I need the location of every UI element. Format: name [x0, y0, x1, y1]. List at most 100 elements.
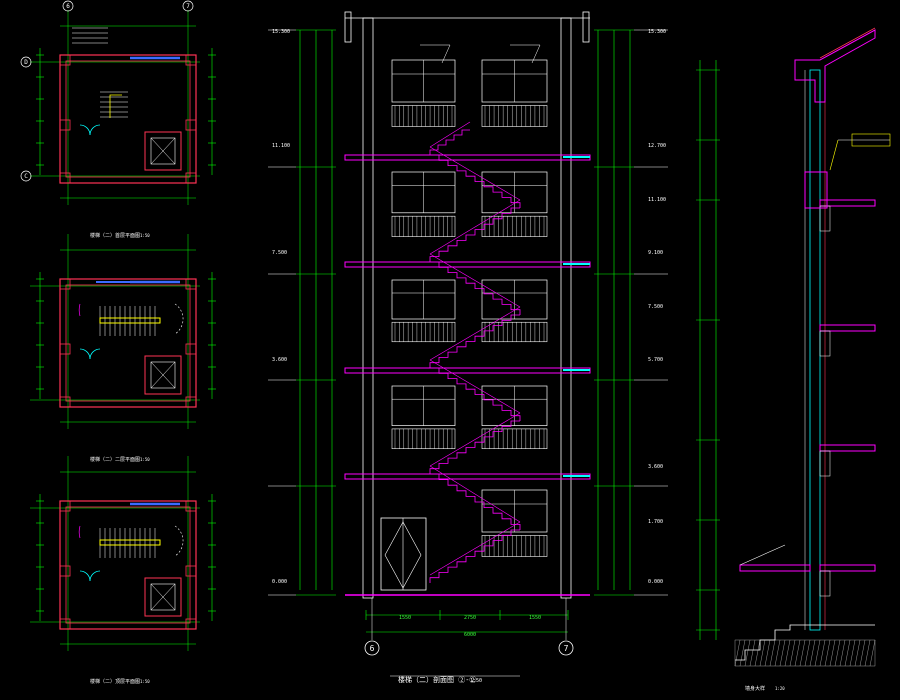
- beam: [819, 330, 831, 357]
- dimension-text: 2750: [464, 615, 476, 621]
- plan-title: 楼梯（二）首层平面图: [90, 232, 140, 239]
- hatch-line: [804, 639, 811, 667]
- stair-flight: [429, 314, 520, 368]
- hatch-line: [864, 639, 871, 667]
- stair-arrow: [109, 94, 122, 118]
- handrail: [429, 199, 521, 255]
- elevator-car: [150, 361, 176, 389]
- stair-flight: [429, 207, 520, 262]
- plan-title: 楼梯（二）顶层平面图: [90, 678, 140, 685]
- column: [59, 500, 71, 512]
- svg-text:7: 7: [564, 644, 569, 653]
- axis-bubble-7: 7: [558, 640, 574, 656]
- plan-title: 楼梯（二）二层平面图: [90, 456, 140, 463]
- svg-text:6: 6: [66, 3, 70, 10]
- railing: [481, 105, 548, 127]
- column: [185, 119, 197, 131]
- label-leader: [441, 44, 451, 64]
- label-leader: [531, 44, 541, 64]
- curtain-wall: [809, 69, 821, 631]
- elevator-cross: [150, 137, 176, 165]
- handrail: [429, 465, 521, 523]
- bottom-dimensions: 1550 2750 1550 6000: [399, 615, 541, 638]
- door-swing: [89, 124, 101, 136]
- column: [185, 54, 197, 66]
- right-elevation-labels: 15.300 12.700 11.100 9.100 7.500 5.700 3…: [648, 29, 666, 585]
- hatch-line: [839, 639, 846, 667]
- elevator-shaft: [144, 131, 182, 171]
- axis-bubble-c: C: [20, 170, 32, 182]
- elevation-label: 7.500: [648, 304, 663, 310]
- door-swing: [89, 570, 101, 582]
- elevator-cross: [150, 583, 176, 611]
- detail-scale: 1:20: [775, 686, 785, 691]
- stair-flight: [429, 529, 520, 583]
- elevation-label: 0.000: [648, 579, 663, 585]
- axis-bubble-6: 6: [364, 640, 380, 656]
- hatch-line: [799, 639, 806, 667]
- section-scale: 1:50: [470, 678, 482, 684]
- floor-slab: [344, 367, 591, 374]
- column: [59, 565, 71, 577]
- callout-box: [851, 133, 891, 147]
- door-swing: [79, 348, 91, 360]
- axis-bubble-6: 6: [62, 0, 74, 12]
- hatch-line: [869, 639, 876, 667]
- parapet: [344, 11, 352, 43]
- floor-slab: [819, 444, 876, 452]
- landing-curve: [174, 303, 184, 335]
- outer-wall: [59, 278, 197, 408]
- dimension-text: 1550: [399, 615, 411, 621]
- landing-curve: [78, 303, 81, 317]
- hatch-line: [859, 639, 866, 667]
- hatch-line: [814, 639, 821, 667]
- elevation-label: 11.100: [272, 143, 290, 149]
- callout-leader: [829, 139, 839, 171]
- plan-scale: 1:50: [140, 233, 150, 238]
- axis-bubble-d: D: [20, 56, 32, 68]
- elevation-label: 15.300: [648, 29, 666, 35]
- column: [185, 343, 197, 355]
- floor-slab: [344, 261, 591, 268]
- wall-section-detail: 墙身大样 1:20: [696, 27, 891, 692]
- stair-flight: [430, 367, 521, 421]
- column: [59, 172, 71, 184]
- hatch-line: [764, 639, 771, 667]
- hatch-line: [849, 639, 856, 667]
- elevation-label: 9.100: [648, 250, 663, 256]
- canopy-strut: [739, 544, 786, 566]
- handrail: [429, 121, 471, 148]
- railing: [391, 428, 456, 449]
- door-diamond: [384, 521, 422, 589]
- railing: [481, 428, 548, 449]
- left-elevation-labels: 15.300 11.100 7.500 3.600 0.000: [272, 29, 290, 585]
- handrail: [429, 146, 521, 201]
- elevator-shaft: [144, 577, 182, 617]
- hatch-line: [734, 639, 741, 667]
- detail-title: 墙身大样: [745, 685, 765, 692]
- plan-scale: 1:50: [140, 457, 150, 462]
- inner-wall: [65, 60, 191, 178]
- railing: [481, 215, 548, 237]
- svg-text:7: 7: [186, 3, 190, 10]
- entrance-door: [380, 517, 427, 591]
- hatch-line: [769, 639, 776, 667]
- stair-flight: [430, 154, 521, 208]
- hatch-line: [854, 639, 861, 667]
- dimension-total: 6000: [464, 632, 476, 638]
- hatch-line: [794, 639, 801, 667]
- landing-curve: [174, 525, 184, 557]
- handrail: [429, 412, 521, 467]
- railing: [391, 105, 456, 127]
- stair-flight: [430, 261, 521, 315]
- floor-slab: [819, 199, 876, 207]
- inner-wall: [65, 506, 191, 624]
- stair-section: 15.300 11.100 7.500 3.600 0.000 15.300 1…: [268, 11, 668, 684]
- handrail: [429, 521, 521, 576]
- hatch-line: [824, 639, 831, 667]
- right-wall: [560, 17, 572, 599]
- parapet: [582, 11, 590, 43]
- column: [59, 618, 71, 630]
- elevation-label: 3.600: [272, 357, 287, 363]
- elevation-label: 12.700: [648, 143, 666, 149]
